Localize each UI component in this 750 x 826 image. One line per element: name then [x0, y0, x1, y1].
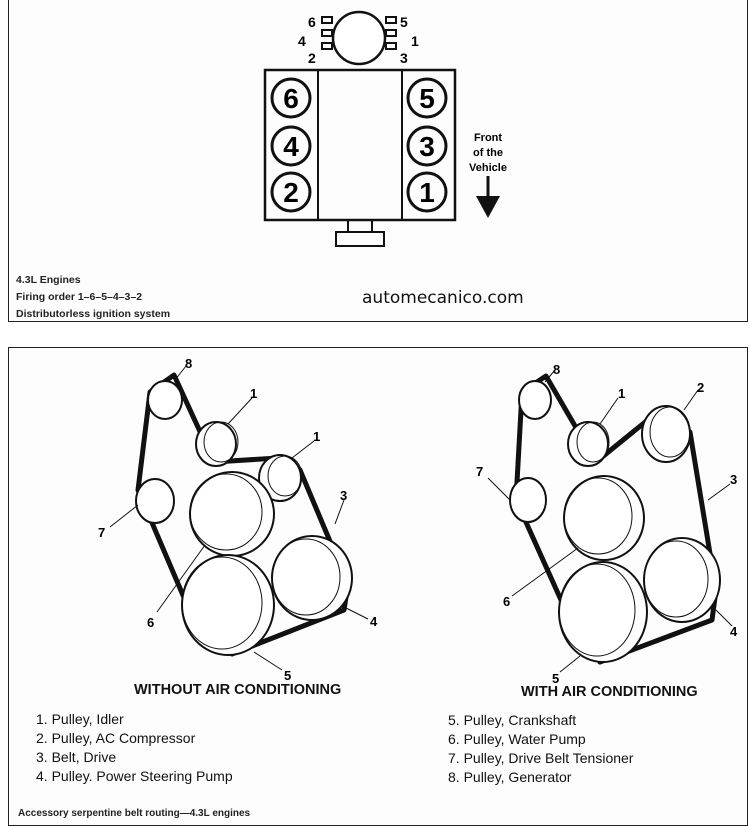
cylinder-number-4: 4	[283, 131, 299, 162]
front-label-line-2: of the	[473, 147, 503, 159]
cylinder-number-6: 6	[283, 83, 299, 114]
callout-left-5: 5	[284, 668, 291, 683]
belt-routing-caption: Accessory serpentine belt routing—4.3L e…	[18, 808, 251, 819]
callout-right-3: 3	[730, 472, 737, 487]
title-without-ac: WITHOUT AIR CONDITIONING	[134, 682, 342, 698]
ac-compressor-pulley-right	[641, 405, 691, 463]
tensioner-pulley-right	[509, 477, 547, 523]
cylinder-right-3	[406, 171, 448, 213]
legend-item-2: 2. Pulley, AC Compressor	[36, 730, 196, 746]
distributor-label-right-mid: 1	[411, 33, 419, 49]
power-steering-pulley-right	[643, 537, 721, 623]
engine-caption-line-2: Firing order 1–6–5–4–3–2	[16, 291, 143, 303]
callout-left-1a: 1	[250, 386, 257, 401]
cylinder-left-2	[270, 125, 312, 167]
cylinder-right-1	[406, 77, 448, 119]
engine-caption: 4.3L Engines Firing order 1–6–5–4–3–2 Di…	[16, 272, 170, 323]
callout-right-4: 4	[730, 624, 738, 639]
cylinder-left-1	[270, 77, 312, 119]
callout-right-6: 6	[503, 594, 510, 609]
generator-pulley-left	[147, 380, 183, 420]
distributor-label-left-mid: 4	[298, 33, 306, 49]
callout-right-2: 2	[697, 380, 704, 395]
legend-item-1: 1. Pulley, Idler	[36, 711, 124, 727]
cylinder-number-2: 2	[283, 177, 299, 208]
distributor-label-left-top: 6	[308, 14, 316, 30]
legend-item-6: 6. Pulley, Water Pump	[448, 731, 586, 747]
callout-right-5: 5	[552, 671, 559, 686]
callout-left-6: 6	[147, 615, 154, 630]
callout-left-1b: 1	[313, 429, 320, 444]
callout-left-8: 8	[185, 356, 192, 371]
engine-caption-line-1: 4.3L Engines	[16, 274, 81, 286]
legend-right: 5. Pulley, Crankshaft 6. Pulley, Water P…	[448, 711, 633, 787]
power-steering-pulley-left	[271, 535, 353, 621]
cylinder-number-3: 3	[419, 131, 435, 162]
crankshaft-pulley-right	[558, 561, 648, 663]
distributor-label-right-bottom: 3	[400, 50, 408, 66]
cylinder-number-1: 1	[419, 177, 435, 208]
cylinder-left-3	[270, 171, 312, 213]
cylinder-right-2	[406, 125, 448, 167]
generator-pulley-right	[518, 380, 552, 420]
distributor-label-left-bottom: 2	[308, 50, 316, 66]
callout-right-7: 7	[476, 464, 483, 479]
distributor-label-right-top: 5	[400, 14, 408, 30]
title-with-ac: WITH AIR CONDITIONING	[521, 684, 698, 700]
callout-right-8: 8	[553, 362, 560, 377]
belt-diagram-without-ac	[109, 365, 369, 671]
cylinder-number-5: 5	[419, 83, 435, 114]
tensioner-pulley-left	[135, 478, 175, 524]
callout-right-1: 1	[618, 386, 625, 401]
idler-pulley-left-lower	[258, 454, 303, 502]
front-label-line-3: Vehicle	[469, 162, 507, 174]
watermark-text: automecanico.com	[362, 288, 524, 308]
legend-item-8: 8. Pulley, Generator	[448, 769, 572, 785]
arrow-down-icon	[476, 176, 500, 218]
legend-item-4: 4. Pulley. Power Steering Pump	[36, 768, 233, 784]
legend-item-7: 7. Pulley, Drive Belt Tensioner	[448, 750, 634, 766]
callout-left-3: 3	[340, 488, 347, 503]
front-label-line-1: Front	[474, 132, 502, 144]
belt-diagram-with-ac	[487, 369, 733, 673]
legend-left: 1. Pulley, Idler 2. Pulley, AC Compresso…	[36, 710, 233, 786]
legend-item-3: 3. Belt, Drive	[36, 749, 117, 765]
distributor-cap	[321, 10, 397, 66]
legend-item-5: 5. Pulley, Crankshaft	[448, 712, 577, 728]
idler-pulley-right	[567, 421, 610, 467]
water-pump-pulley-left	[189, 471, 275, 557]
crankshaft-pulley-left	[181, 554, 275, 656]
callout-left-4: 4	[370, 614, 378, 629]
engine-block	[263, 68, 457, 247]
engine-caption-line-3: Distributorless ignition system	[16, 308, 171, 320]
idler-pulley-left-upper	[195, 421, 239, 467]
callout-left-7: 7	[98, 525, 105, 540]
water-pump-pulley-right	[563, 475, 645, 561]
